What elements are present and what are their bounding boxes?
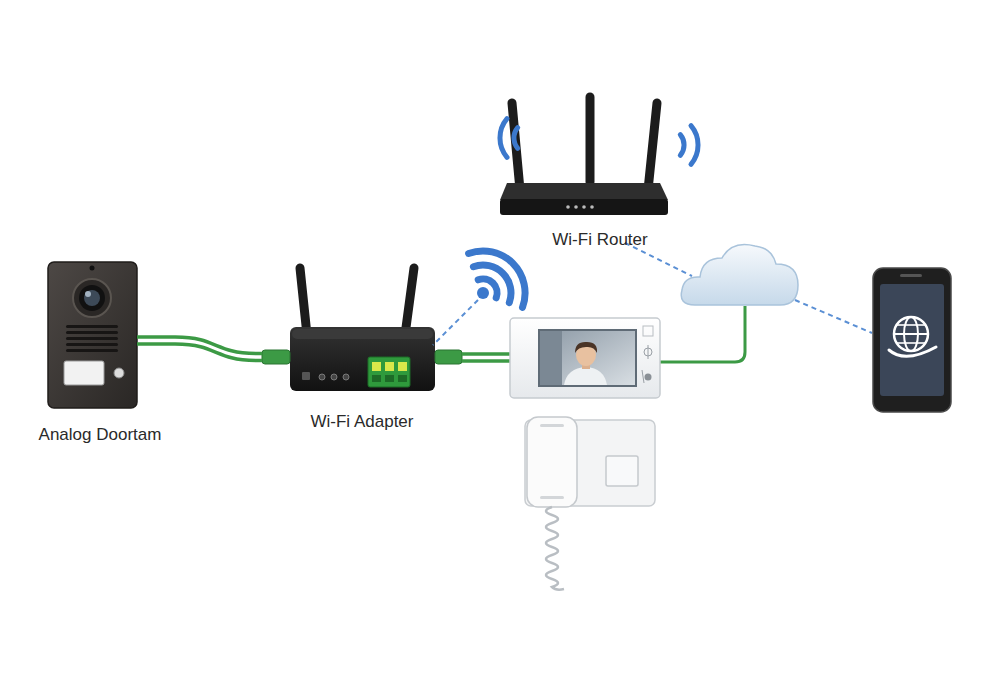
wifi-router-device: [691, 126, 698, 165]
wifi-router-device: [582, 205, 586, 209]
wifi-adapter-device: [290, 327, 435, 391]
wifi-adapter-device: [292, 329, 433, 339]
wifi-router-device: [500, 183, 668, 200]
cloud-link: [625, 243, 872, 362]
smartphone: [873, 268, 951, 412]
cable-wire: [170, 344, 262, 360]
doorstation-device: [79, 285, 105, 311]
wifi-adapter-device: [343, 374, 349, 380]
wifi-adapter-device: [302, 372, 310, 380]
wifi-adapter-device: [262, 268, 510, 391]
handset-station: [540, 496, 564, 499]
doorstation-device: [66, 349, 118, 352]
doorstation-device: [85, 291, 91, 297]
smartphone: [880, 284, 944, 396]
wifi-router-device: [574, 205, 578, 209]
doorstation-node: Analog Doortam: [30, 255, 170, 450]
video-monitor: [510, 318, 660, 398]
handset-station: [546, 507, 564, 590]
wifi-signal-symbol: [433, 300, 478, 345]
wifi-router-device: [512, 103, 520, 190]
doorstation-device: [137, 342, 170, 346]
smartphone: [889, 347, 936, 356]
wifi-router-device: [680, 135, 684, 156]
device-label: Analog Doortam: [39, 424, 162, 446]
doorstation-device: [48, 262, 137, 408]
doorstation-device: [64, 361, 104, 385]
wifi-adapter-device: [398, 375, 407, 382]
wifi-router-device: [514, 128, 518, 149]
wifi-router-device: [566, 205, 570, 209]
wifi-router-device: [500, 199, 668, 215]
wifi-adapter-device: [331, 374, 337, 380]
wifi-adapter-device: [398, 362, 407, 371]
doorstation-device: [84, 290, 100, 306]
smartphone: [894, 333, 928, 335]
cloud-link: [795, 300, 872, 333]
wifi-router-device: [590, 205, 594, 209]
wifi-adapter-device: [385, 362, 394, 371]
wifi-adapter-device: [462, 359, 510, 363]
wifi-adapter-device: [372, 362, 381, 371]
wifi-adapter-device: [262, 350, 290, 364]
doorstation-device: [48, 262, 170, 408]
video-monitor: [648, 345, 649, 359]
handset-station: [606, 456, 638, 486]
cloud-link: [681, 245, 798, 306]
video-monitor: [540, 331, 562, 385]
video-monitor: [538, 329, 637, 387]
smartphone: [873, 268, 951, 412]
wifi-router-device: [648, 103, 657, 190]
wifi-adapter-device: [385, 375, 394, 382]
device-label: Wi-Fi Router: [552, 229, 647, 251]
doorstation-device: [66, 337, 118, 340]
wifi-router-device: [500, 97, 698, 215]
doorstation-device: [66, 331, 118, 334]
doorstation-device: [137, 335, 170, 339]
smartphone: [894, 317, 928, 351]
wifi-adapter-device: [372, 375, 381, 382]
device-label: Wi-Fi Adapter: [311, 411, 414, 433]
video-monitor: [540, 331, 635, 385]
smartphone: [897, 324, 925, 326]
video-monitor: [564, 367, 607, 385]
doorstation-device: [66, 343, 118, 346]
wifi-adapter-device: [319, 374, 325, 380]
video-monitor: [510, 318, 660, 398]
cloud-link: [660, 306, 745, 362]
wifi-signal-symbol: [469, 251, 525, 307]
wifi-router-device: [586, 97, 595, 182]
wifi-adapter-device: [368, 357, 410, 387]
wifi-adapter-device: [405, 268, 414, 335]
video-monitor: [642, 370, 644, 383]
wifi-signal-symbol: [473, 265, 511, 303]
doorstation-device: [90, 266, 95, 271]
doorstation-device: [66, 325, 118, 328]
handset-station: [525, 417, 655, 590]
video-monitor: [643, 326, 653, 336]
smartphone: [897, 342, 925, 344]
wifi-adapter-device: [300, 268, 307, 335]
wifi-adapter-device: [462, 352, 510, 356]
smartphone: [900, 274, 922, 277]
doorstation-device: [114, 368, 124, 378]
video-monitor: [645, 374, 652, 381]
router-node: Wi-Fi Router: [485, 90, 715, 255]
wifi-router-device: [500, 119, 507, 158]
video-monitor: [575, 342, 597, 353]
wifi-adapter-device: [435, 350, 462, 364]
cable-connector: [170, 337, 262, 360]
handset-station: [540, 424, 564, 427]
wifi-signal-symbol: [477, 287, 489, 299]
handset-station: [527, 417, 577, 507]
cable-wire: [170, 337, 262, 353]
adapter-node: Wi-Fi Adapter: [262, 255, 462, 435]
doorstation-device: [73, 279, 111, 317]
